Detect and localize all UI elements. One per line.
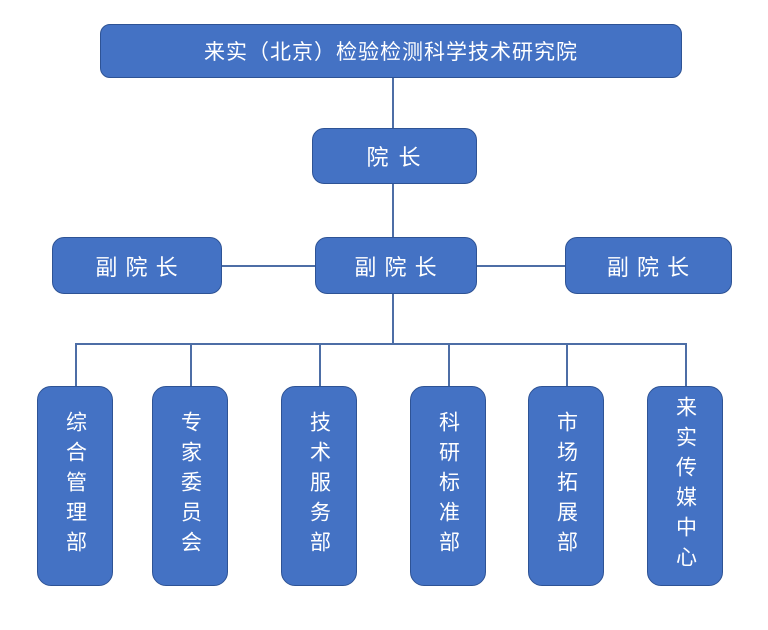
vice-president-box-right: 副 院 长 (565, 237, 732, 294)
connector-vp-rail (392, 294, 394, 343)
vice-president-label: 副 院 长 (95, 254, 179, 280)
vice-president-label: 副 院 长 (354, 254, 438, 280)
connector-stub-dept-1 (75, 343, 77, 386)
connector-stub-dept-3 (319, 343, 321, 386)
department-label: 来实传媒中心 (673, 396, 697, 576)
department-label: 综合管理部 (63, 411, 87, 561)
connector-root-president (392, 78, 394, 128)
department-label: 科研标准部 (436, 411, 460, 561)
vice-president-box-left: 副 院 长 (52, 237, 222, 294)
root-institute-box: 来实（北京）检验检测科学技术研究院 (100, 24, 682, 78)
connector-president-vp (392, 184, 394, 237)
department-label: 专家委员会 (178, 411, 202, 561)
connector-stub-dept-2 (190, 343, 192, 386)
connector-stub-dept-6 (685, 343, 687, 386)
president-label: 院 长 (366, 145, 423, 170)
root-institute-label: 来实（北京）检验检测科学技术研究院 (204, 41, 578, 64)
vice-president-label: 副 院 长 (606, 254, 691, 280)
department-box-media-center: 来实传媒中心 (647, 386, 723, 586)
connector-vp-left (222, 265, 315, 267)
department-label: 市场拓展部 (554, 411, 578, 561)
department-box-research-standards: 科研标准部 (410, 386, 486, 586)
connector-rail (75, 343, 686, 345)
connector-stub-dept-4 (448, 343, 450, 386)
department-box-expert-committee: 专家委员会 (152, 386, 228, 586)
vice-president-box-center: 副 院 长 (315, 237, 477, 294)
department-label: 技术服务部 (307, 411, 331, 561)
connector-vp-right (477, 265, 565, 267)
connector-stub-dept-5 (566, 343, 568, 386)
department-box-general-management: 综合管理部 (37, 386, 113, 586)
president-box: 院 长 (312, 128, 477, 184)
department-box-market-expansion: 市场拓展部 (528, 386, 604, 586)
department-box-technical-service: 技术服务部 (281, 386, 357, 586)
